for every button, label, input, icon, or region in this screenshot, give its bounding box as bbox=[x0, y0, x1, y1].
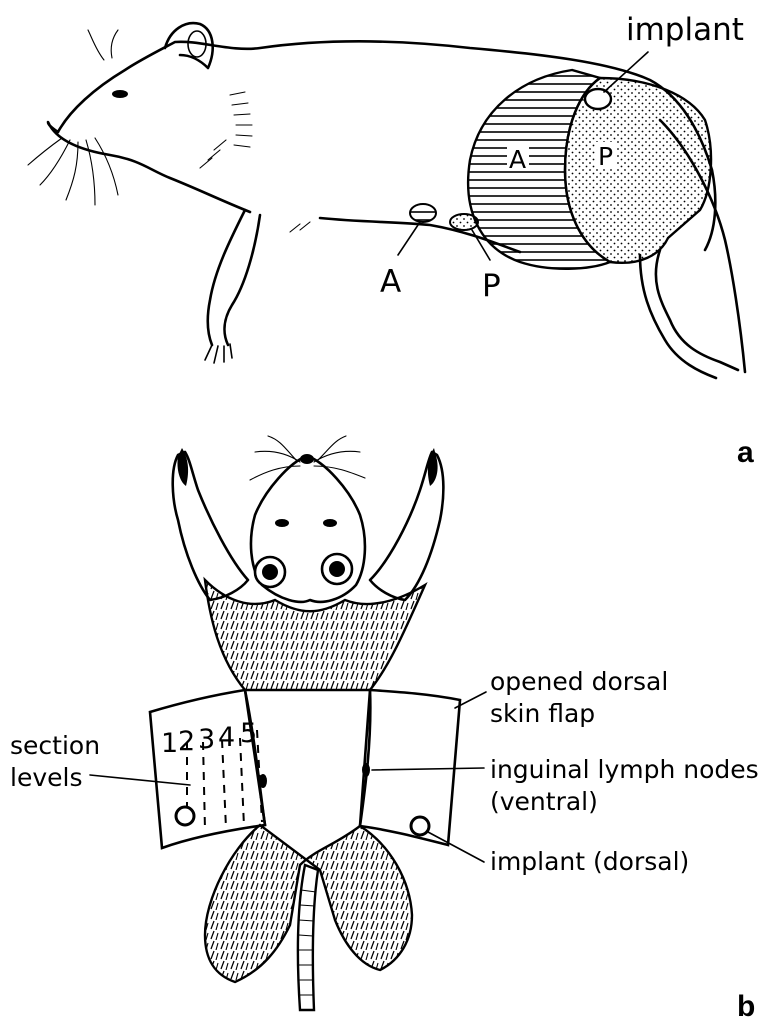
panel-a-rat-lateral-view: implant A P A P a bbox=[28, 12, 754, 469]
rat-nose-dorsal bbox=[300, 454, 314, 464]
inguinal-lymph-node-right bbox=[362, 763, 370, 777]
rat-head bbox=[48, 122, 250, 212]
skin-flap-right-panel bbox=[360, 690, 460, 845]
rat-tail-dorsal bbox=[298, 865, 318, 1010]
panel-b-rat-opened-view: 1 2 3 4 5 section levels opened dorsal s… bbox=[10, 436, 759, 1023]
rat-eye bbox=[112, 90, 128, 98]
implant-label: implant bbox=[626, 12, 744, 48]
node-a-leader-line bbox=[398, 222, 420, 255]
implant-dorsal-leader bbox=[428, 832, 484, 862]
section-levels-label-line2: levels bbox=[10, 763, 82, 792]
rat-whiskers bbox=[28, 30, 118, 205]
implant-dorsal-right bbox=[411, 817, 429, 835]
section-number-3: 3 bbox=[198, 724, 215, 755]
lymph-node-anterior bbox=[410, 204, 436, 222]
panel-a-label: a bbox=[737, 436, 754, 469]
region-p-label: P bbox=[598, 142, 613, 171]
section-number-1: 1 bbox=[161, 728, 178, 759]
rat-eye-left bbox=[275, 519, 289, 527]
rat-body-central bbox=[245, 690, 370, 826]
region-a-label: A bbox=[509, 145, 526, 174]
rat-eye-right bbox=[323, 519, 337, 527]
node-p-label: P bbox=[482, 268, 501, 304]
rat-front-paw bbox=[205, 344, 232, 363]
opened-dorsal-skin-flap bbox=[150, 690, 265, 848]
skin-flap-label-line1: opened dorsal bbox=[490, 667, 668, 696]
section-number-5: 5 bbox=[240, 718, 257, 749]
section-levels-label-line1: section bbox=[10, 731, 100, 760]
rat-hind-leg bbox=[640, 250, 738, 378]
section-number-2: 2 bbox=[178, 726, 195, 757]
lymph-nodes-label-line2: (ventral) bbox=[490, 787, 598, 816]
inguinal-lymph-node-left bbox=[259, 774, 267, 788]
rat-front-leg bbox=[208, 210, 260, 345]
panel-b-label: b bbox=[737, 990, 755, 1023]
skin-flap-label-line2: skin flap bbox=[490, 699, 595, 728]
rat-fur-strokes bbox=[200, 92, 310, 232]
implant-dorsal-left bbox=[176, 807, 194, 825]
rat-ear-right-inner bbox=[329, 561, 345, 577]
lymph-nodes-label-line1: inguinal lymph nodes bbox=[490, 755, 759, 784]
section-number-4: 4 bbox=[218, 722, 235, 753]
node-a-label: A bbox=[380, 264, 401, 300]
rat-ear-left-inner bbox=[262, 564, 278, 580]
lymph-node-posterior bbox=[450, 214, 478, 230]
implant-marker bbox=[585, 89, 611, 109]
implant-dorsal-label: implant (dorsal) bbox=[490, 847, 689, 876]
